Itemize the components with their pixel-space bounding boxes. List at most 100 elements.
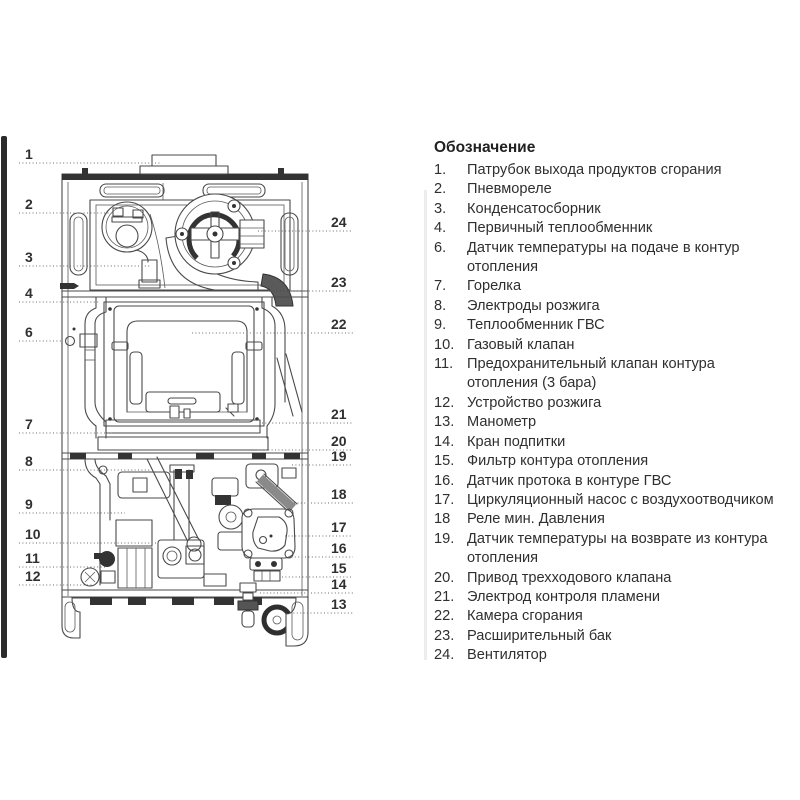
callout-leaders	[19, 162, 353, 614]
legend-item: 16. Датчик протока в контуре ГВС	[434, 472, 794, 491]
flue-outlet-1	[139, 154, 229, 175]
legend-item: 2.Пневмореле	[434, 180, 794, 199]
legend-item: 13.Манометр	[434, 413, 794, 432]
legend-item-number: 1.	[434, 162, 447, 178]
legend-item: 6.Датчик температуры на подаче в контур …	[434, 239, 794, 278]
burner-7	[97, 403, 269, 451]
callout-numbers: 1 2 3 4 6 7 8 9 10 11 12 24 23 22 21 20 …	[25, 146, 347, 612]
callout-4: 4	[25, 285, 33, 301]
legend-item-number: 24.	[434, 647, 455, 664]
callout-6: 6	[25, 324, 33, 340]
callout-16: 16	[331, 540, 347, 556]
callout-9: 9	[25, 496, 33, 512]
legend-item-text: Вентилятор	[467, 647, 547, 664]
legend-item-text: Привод трехходового клапана	[467, 569, 672, 586]
legend-item-text: Реле мин. Давления	[467, 511, 605, 528]
legend-item-number: 20.	[434, 569, 455, 586]
sealed-chamber	[69, 199, 299, 291]
callout-18: 18	[331, 486, 347, 502]
ignition-device-12	[80, 567, 116, 587]
legend-item: 4.Первичный теплообменник	[434, 219, 794, 238]
callout-1: 1	[25, 146, 33, 162]
callout-3: 3	[25, 249, 33, 265]
callout-11: 11	[25, 550, 40, 566]
legend-item-number: 21.	[434, 588, 455, 605]
legend-item: 8.Электроды розжига	[434, 297, 794, 316]
legend-title: Обозначение	[434, 139, 536, 156]
callout-2: 2	[25, 196, 33, 212]
callout-15: 15	[331, 560, 347, 576]
legend: Обозначение 1.Патрубок выхода продуктов …	[434, 138, 794, 666]
legend-item-number: 2.	[434, 181, 447, 198]
legend-item-text: Электрод контроля пламени	[467, 588, 661, 605]
bottom-rail	[61, 589, 309, 605]
legend-item: 10. Газовый клапан	[434, 336, 794, 355]
legend-item: 23. Расширительный бак	[434, 627, 794, 646]
legend-item-text: Камера сгорания	[467, 608, 583, 625]
legend-item-number: 3.	[434, 200, 447, 217]
legend-item-text: Датчик температуры на возврате из контур…	[467, 530, 768, 567]
legend-item-text: Предохранительный клапан контура отоплен…	[467, 356, 715, 392]
safety-valve-11	[94, 551, 115, 567]
legend-item-text: Расширительный бак	[467, 627, 612, 644]
callout-12: 12	[25, 568, 41, 584]
heating-filter-15	[253, 570, 281, 582]
legend-item-number: 17.	[434, 491, 455, 508]
legend-item-text: Горелка	[467, 278, 522, 295]
callout-13: 13	[331, 596, 347, 612]
callout-24: 24	[331, 214, 347, 230]
callout-21: 21	[331, 406, 347, 422]
legend-item-number: 9.	[434, 317, 447, 334]
legend-item: 1.Патрубок выхода продуктов сгорания	[434, 161, 794, 180]
callout-8: 8	[25, 453, 33, 469]
legend-item-number: 19.	[434, 530, 455, 547]
legend-item-text: Датчик протока в контуре ГВС	[467, 472, 672, 489]
callout-19: 19	[331, 448, 347, 464]
legend-item: 22. Камера сгорания	[434, 607, 794, 626]
gas-valve-10	[157, 539, 227, 587]
legend-item-number: 7.	[434, 278, 447, 295]
supply-pipe-left	[84, 296, 107, 439]
legend-item-text: Теплообменник ГВС	[467, 317, 605, 334]
callout-7: 7	[25, 416, 33, 432]
legend-item-text: Циркуляционный насос с воздухоотводчиком	[467, 491, 774, 508]
legend-item-text: Кран подпитки	[467, 433, 566, 450]
expansion-tank-23	[260, 273, 294, 307]
legend-item: 21. Электрод контроля пламени	[434, 588, 794, 607]
legend-item-text: Манометр	[467, 414, 537, 431]
callout-22: 22	[331, 316, 347, 332]
boiler-diagram: 1 2 3 4 6 7 8 9 10 11 12 24 23 22 21 20 …	[19, 146, 353, 647]
legend-item-number: 4.	[434, 220, 447, 237]
legend-item: 9. Теплообменник ГВС	[434, 316, 794, 335]
condensate-collector-3	[135, 249, 161, 289]
legend-item-text: Конденсатосборник	[467, 200, 601, 217]
page-edge-bar	[1, 136, 7, 658]
legend-item: 14.Кран подпитки	[434, 433, 794, 452]
legend-item-number: 22.	[434, 608, 455, 625]
legend-item: 3. Конденсатосборник	[434, 200, 794, 219]
legend-item: 24. Вентилятор	[434, 646, 794, 665]
legend-item-number: 23.	[434, 627, 455, 644]
return-pipe-right	[261, 296, 303, 439]
flow-temp-sensor-6	[64, 327, 98, 348]
callout-14: 14	[331, 576, 347, 592]
legend-item-text: Газовый клапан	[467, 336, 575, 353]
min-pressure-relay-18	[255, 467, 298, 513]
legend-item-text: Устройство розжига	[467, 394, 602, 411]
legend-item: 19. Датчик температуры на возврате из кон…	[434, 530, 794, 569]
legend-item-number: 11.	[434, 356, 454, 373]
legend-item: 7. Горелка	[434, 277, 794, 296]
legend-item-number: 10.	[434, 336, 455, 353]
legend-item: 17. Циркуляционный насос с воздухоотводчи…	[434, 491, 794, 510]
callout-17: 17	[331, 519, 347, 535]
fill-tap-14	[237, 582, 259, 628]
legend-item: 12.Устройство розжига	[434, 394, 794, 413]
legend-item-number: 15.	[434, 453, 455, 470]
top-handles	[99, 183, 266, 200]
legend-item: 11. Предохранительный клапан контура отоп…	[434, 355, 794, 394]
legend-item-number: 16.	[434, 472, 455, 489]
hydraulic-divider	[61, 452, 309, 460]
feet	[61, 596, 309, 647]
